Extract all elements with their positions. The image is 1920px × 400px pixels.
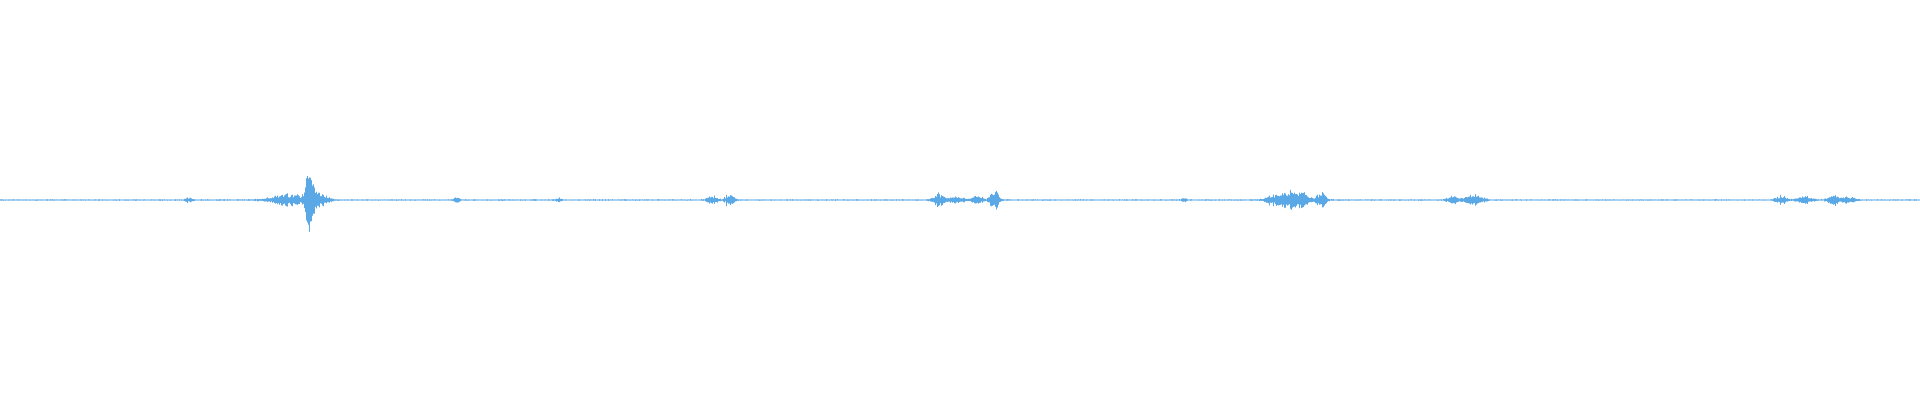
waveform-samples bbox=[0, 176, 1920, 232]
waveform-signal bbox=[0, 176, 1920, 232]
